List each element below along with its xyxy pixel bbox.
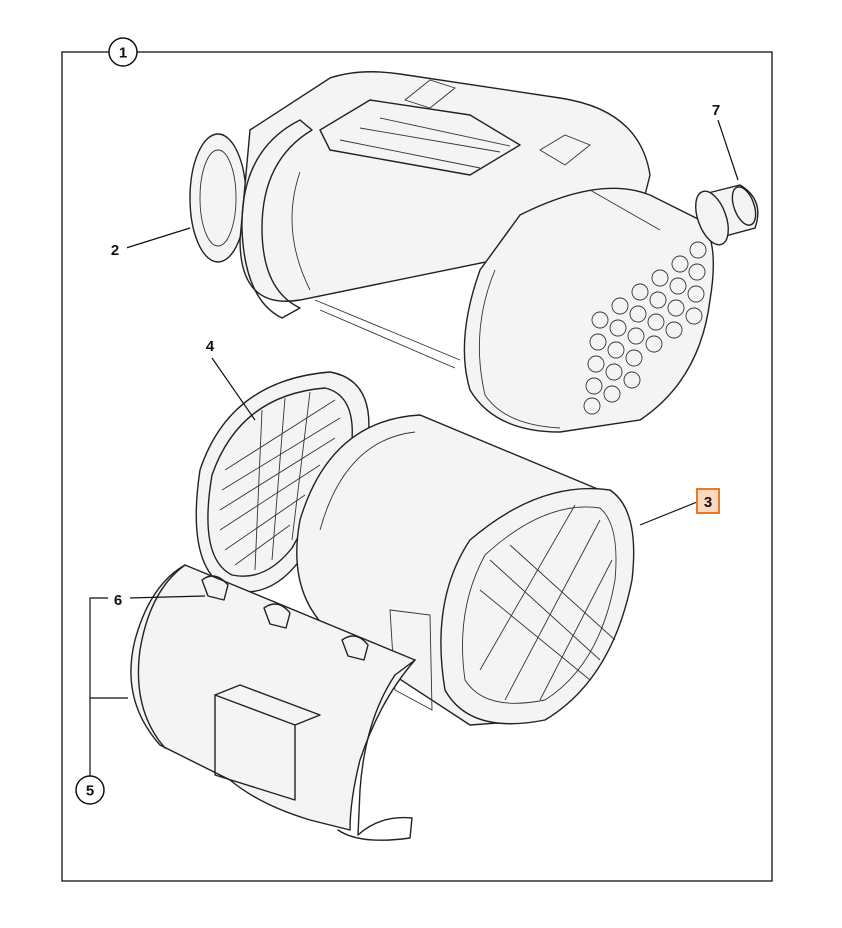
callout-1-label: 1 (119, 45, 127, 62)
callout-1: 1 (108, 37, 138, 67)
outlet-holes (583, 241, 707, 415)
callout-7-label: 7 (712, 102, 720, 119)
callout-3-label: 3 (704, 494, 712, 511)
leader-6 (127, 595, 206, 599)
callout-4-label: 4 (206, 338, 215, 355)
leader-7 (717, 119, 739, 181)
callout-2: 2 (103, 238, 127, 260)
callout-5: 5 (75, 775, 105, 805)
leader-4 (211, 357, 256, 421)
callout-5-label: 5 (86, 783, 94, 800)
callout-2-label: 2 (111, 242, 119, 259)
diagram-frame (61, 51, 773, 882)
callout-6-label: 6 (114, 592, 122, 609)
housing-part-2 (189, 71, 714, 433)
callout-7: 7 (704, 98, 728, 120)
nozzle-part-7 (695, 184, 759, 246)
cover-part-5 (130, 564, 417, 841)
leader-3 (639, 501, 698, 526)
leader-2 (125, 227, 191, 249)
callout-6: 6 (106, 588, 130, 610)
callout-4: 4 (198, 334, 222, 356)
callout-3: 3 (696, 488, 720, 514)
leader-5-bracket (89, 597, 108, 777)
